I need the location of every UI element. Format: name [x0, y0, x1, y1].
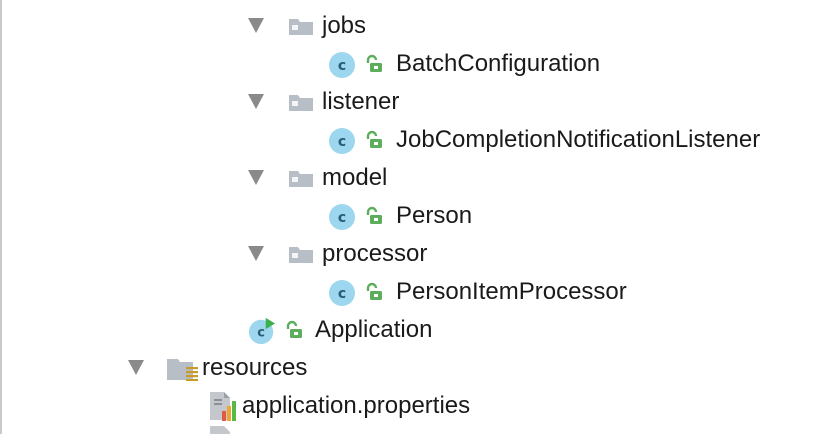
- tree-node-application[interactable]: c Application: [0, 311, 828, 349]
- tree-node-listener[interactable]: listener: [0, 83, 828, 121]
- public-access-icon: [366, 282, 382, 300]
- tree-node-label: PersonItemProcessor: [396, 278, 627, 305]
- tree-node-personitemprocessor[interactable]: c PersonItemProcessor: [0, 273, 828, 311]
- tree-row-clipped-top: [0, 0, 828, 7]
- runnable-class-icon: c: [248, 317, 276, 345]
- class-icon: c: [329, 280, 355, 306]
- tree-node-jobcompletionnotificationlistener[interactable]: c JobCompletionNotificationListener: [0, 121, 828, 159]
- tree-node-label: resources: [202, 354, 308, 381]
- tree-node-model[interactable]: model: [0, 159, 828, 197]
- tree-node-label: Application: [315, 316, 433, 343]
- tree-node-resources[interactable]: resources: [0, 349, 828, 387]
- tree-node-person[interactable]: c Person: [0, 197, 828, 235]
- public-access-icon: [366, 206, 382, 224]
- package-folder-icon: [289, 19, 313, 35]
- tree-node-label: jobs: [322, 12, 367, 39]
- tree-row-clipped-bottom: [0, 425, 828, 434]
- tree-node-label: BatchConfiguration: [396, 50, 601, 77]
- tree-panel-left-border: [0, 0, 2, 434]
- tree-node-application-properties[interactable]: application.properties: [0, 387, 828, 425]
- public-access-icon: [366, 54, 382, 72]
- tree-node-jobs[interactable]: jobs: [0, 7, 828, 45]
- svg-text:c: c: [338, 58, 346, 74]
- tree-node-label: Person: [396, 202, 473, 229]
- svg-text:c: c: [338, 210, 346, 226]
- class-icon: c: [329, 128, 355, 154]
- tree-node-label: model: [322, 164, 388, 191]
- tree-node-label: JobCompletionNotificationListener: [396, 126, 761, 153]
- tree-node-label: processor: [322, 240, 428, 267]
- tree-node-label: application.properties: [242, 392, 471, 419]
- resources-folder-icon: [167, 359, 198, 381]
- public-access-icon: [286, 320, 302, 338]
- public-access-icon: [366, 130, 382, 148]
- expand-arrow-icon[interactable]: [128, 360, 144, 375]
- package-folder-icon: [289, 247, 313, 263]
- svg-text:c: c: [338, 134, 346, 150]
- expand-arrow-icon[interactable]: [248, 170, 264, 185]
- file-icon: [210, 426, 230, 434]
- svg-text:c: c: [338, 286, 346, 302]
- tree-node-label: listener: [322, 88, 400, 115]
- properties-file-icon: [210, 392, 236, 421]
- class-icon: c: [329, 204, 355, 230]
- svg-text:c: c: [257, 326, 265, 341]
- expand-arrow-icon[interactable]: [248, 18, 264, 33]
- class-icon: c: [329, 52, 355, 78]
- expand-arrow-icon[interactable]: [248, 94, 264, 109]
- package-folder-icon: [289, 171, 313, 187]
- tree-node-processor[interactable]: processor: [0, 235, 828, 273]
- package-folder-icon: [289, 95, 313, 111]
- tree-node-batchconfiguration[interactable]: c BatchConfiguration: [0, 45, 828, 83]
- expand-arrow-icon[interactable]: [248, 246, 264, 261]
